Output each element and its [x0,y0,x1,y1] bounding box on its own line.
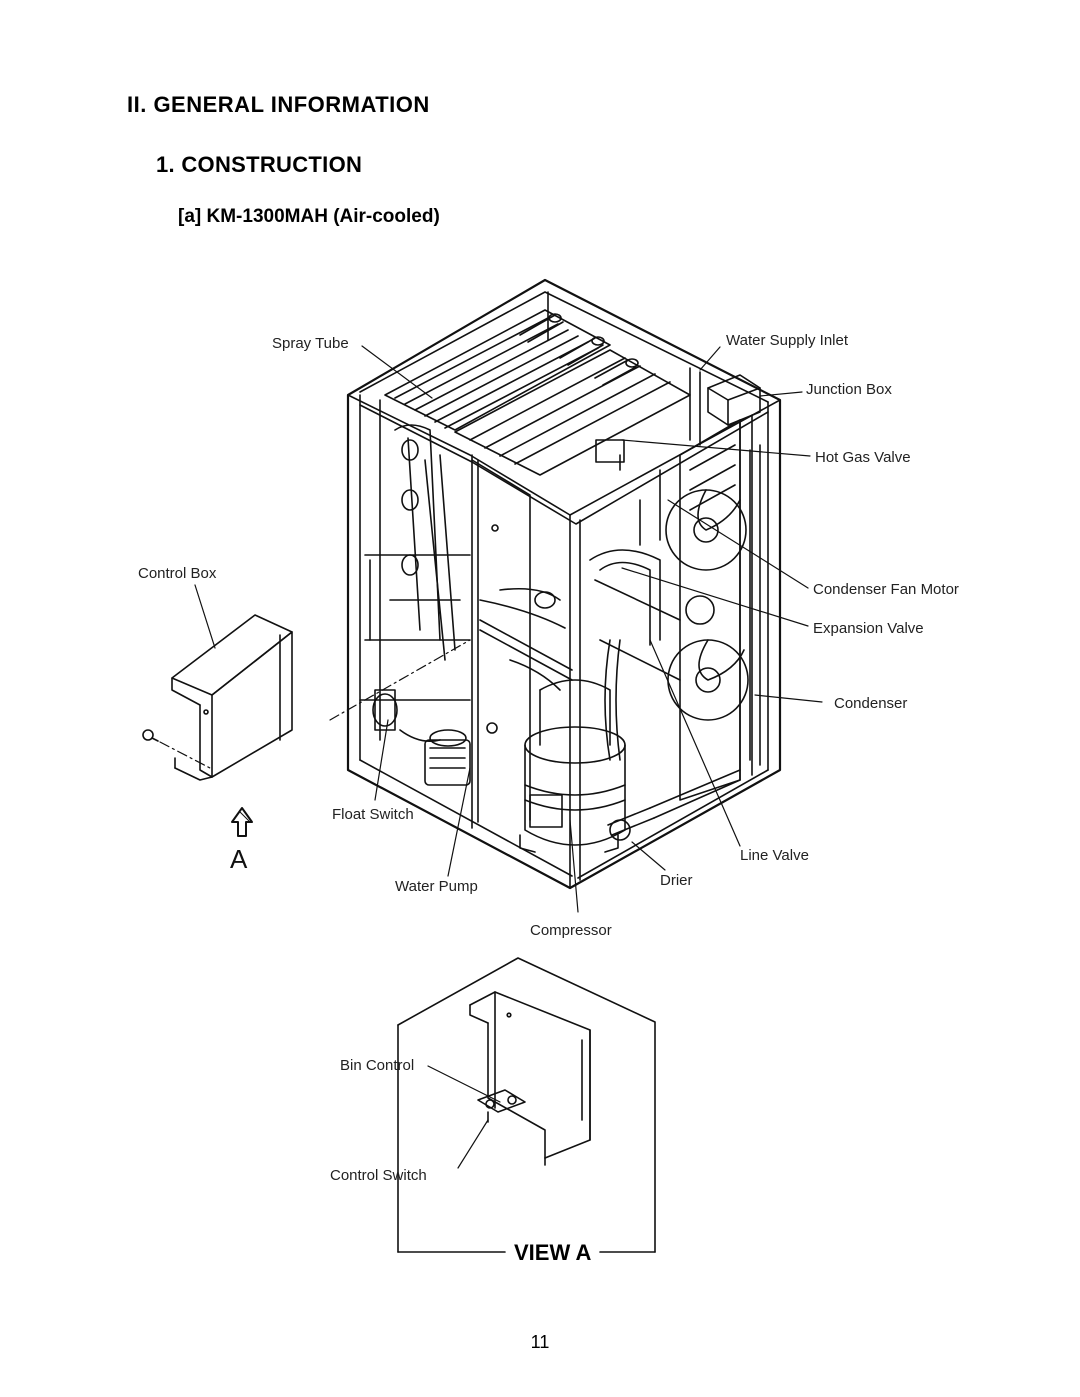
subsection-heading: 1. CONSTRUCTION [156,152,363,177]
drier-drawing [607,769,741,841]
view-a-arrow-icon [231,807,253,837]
left-plumbing [364,424,471,661]
condenser-drawing [665,419,761,801]
label-expansion-valve: Expansion Valve [813,620,924,637]
label-condenser: Condenser [834,695,907,712]
label-water-pump: Water Pump [395,878,478,895]
cabinet-frame [346,278,782,890]
label-junction-box: Junction Box [806,381,892,398]
page-number: 11 [530,1332,550,1352]
view-a-title: VIEW A [514,1240,592,1265]
label-water-supply-inlet: Water Supply Inlet [726,332,849,349]
label-condenser-fan-motor: Condenser Fan Motor [813,581,959,598]
refrigeration-piping [479,439,681,761]
model-heading: [a] KM-1300MAH (Air-cooled) [178,206,440,227]
junction-box-drawing [707,374,761,426]
label-view-arrow-letter: A [230,844,248,874]
label-float-switch: Float Switch [332,806,414,823]
label-drier: Drier [660,872,693,889]
label-control-switch: Control Switch [330,1167,427,1184]
control-box-drawing [142,614,471,781]
water-pump-drawing [359,689,471,786]
label-hot-gas-valve: Hot Gas Valve [815,449,911,466]
section-heading: II. GENERAL INFORMATION [127,92,430,117]
leader-lines [194,345,823,1169]
center-frame [471,459,573,821]
label-bin-control: Bin Control [340,1057,414,1074]
compressor-drawing [519,679,626,853]
view-a-inset [397,957,656,1253]
label-control-box: Control Box [138,565,217,582]
label-spray-tube: Spray Tube [272,335,349,352]
label-line-valve: Line Valve [740,847,809,864]
evaporator-plates [384,309,691,476]
label-compressor: Compressor [530,922,612,939]
